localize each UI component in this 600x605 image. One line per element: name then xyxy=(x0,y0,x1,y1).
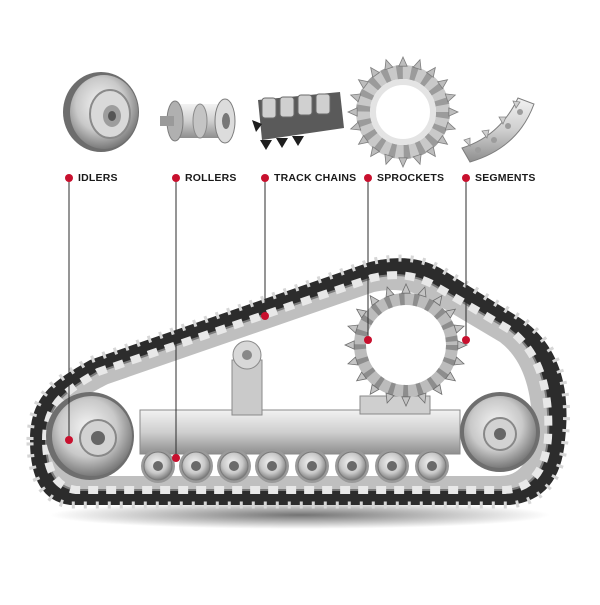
sprocket-tooth xyxy=(444,121,457,131)
pointer-dot-segments xyxy=(462,336,470,344)
sprocket-tooth xyxy=(432,294,443,307)
sprocket-tooth xyxy=(398,56,408,67)
track-roller xyxy=(141,449,175,483)
sprocket-tooth xyxy=(357,79,370,90)
track-roller xyxy=(255,449,289,483)
sprocket-tooth xyxy=(385,392,395,404)
sprocket-tooth xyxy=(344,340,355,350)
sprocket-tooth xyxy=(347,356,359,366)
sprocket-tooth xyxy=(398,157,408,168)
label-sprockets: SPROCKETS xyxy=(377,172,445,184)
sprocket-tooth xyxy=(384,153,394,166)
sprocket-tooth xyxy=(384,58,394,71)
sprocket-wheel xyxy=(344,283,468,407)
sprocket-tooth xyxy=(355,308,368,319)
sprocket-tooth xyxy=(444,371,457,382)
sprocket-tooth xyxy=(444,308,457,319)
pointer-dot-sprockets xyxy=(364,336,372,344)
pointer-dots xyxy=(65,312,470,462)
sprocket-tooth xyxy=(347,324,359,334)
track-roller xyxy=(375,449,409,483)
track-frame xyxy=(139,340,461,455)
sprocket-tooth xyxy=(369,383,380,396)
sprocket-tooth xyxy=(425,66,436,79)
sprocket-tooth xyxy=(457,340,468,350)
track-roller xyxy=(217,449,251,483)
roller-part-image xyxy=(160,98,236,144)
sprocket-tooth xyxy=(349,93,362,103)
ground-shadow xyxy=(50,501,550,529)
track-link-band xyxy=(41,271,553,494)
pointer-dot-idlers xyxy=(65,436,73,444)
sprocket-tooth xyxy=(444,93,457,103)
sprocket-tooth xyxy=(448,107,459,117)
track-roller xyxy=(335,449,369,483)
leader-lines xyxy=(68,180,467,458)
track-chain-part-image xyxy=(252,92,344,150)
label-idlers: IDLERS xyxy=(78,172,118,184)
sprocket-tooth xyxy=(357,134,370,145)
label-segments: SEGMENTS xyxy=(475,172,536,184)
front-idler-wheel xyxy=(46,392,134,480)
sprocket-tooth xyxy=(349,121,362,131)
sprocket-tooth xyxy=(347,107,358,117)
label-dot-rollers xyxy=(172,174,180,182)
sprocket-tooth xyxy=(401,396,411,407)
sprocket-tooth xyxy=(417,286,427,298)
track-rollers xyxy=(141,449,449,483)
label-track-chains: TRACK CHAINS xyxy=(274,172,357,184)
sprocket-tooth xyxy=(453,356,465,366)
label-dot-segments xyxy=(462,174,470,182)
track-roller xyxy=(295,449,329,483)
sprocket-tooth xyxy=(370,66,381,79)
label-rollers: ROLLERS xyxy=(185,172,237,184)
track-roller xyxy=(179,449,213,483)
sprocket-part-image xyxy=(347,56,459,168)
segment-part-image xyxy=(461,97,535,163)
track-grouser-teeth xyxy=(26,254,571,509)
idler-part-image xyxy=(63,72,139,152)
pointer-dot-track-chains xyxy=(261,312,269,320)
sprocket-tooth xyxy=(385,286,395,298)
sprocket-tooth xyxy=(401,283,411,294)
sprocket-tooth xyxy=(412,58,422,71)
sprocket-tooth xyxy=(436,79,449,90)
sprocket-tooth xyxy=(432,383,443,396)
sprocket-tooth xyxy=(369,294,380,307)
label-dot-track-chains xyxy=(261,174,269,182)
label-dot-sprockets xyxy=(364,174,372,182)
pointer-dot-rollers xyxy=(172,454,180,462)
rear-idler-wheel xyxy=(460,392,540,472)
sprocket-tooth xyxy=(453,324,465,334)
sprocket-tooth xyxy=(412,153,422,166)
sprocket-tooth xyxy=(436,134,449,145)
track-roller xyxy=(415,449,449,483)
sprocket-tooth xyxy=(370,145,381,158)
sprocket-tooth xyxy=(355,371,368,382)
label-dot-idlers xyxy=(65,174,73,182)
sprocket-tooth xyxy=(425,145,436,158)
sprocket-tooth xyxy=(417,392,427,404)
